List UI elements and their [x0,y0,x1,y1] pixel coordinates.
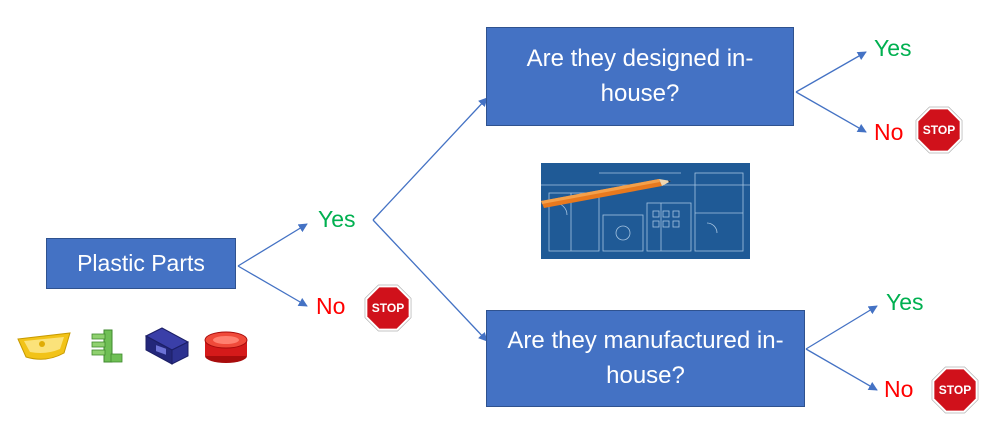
label-root-yes: Yes [318,206,356,232]
stop-sign-text: STOP [372,301,404,315]
green-comb-part-image [91,329,123,363]
red-cap-part-image [204,331,248,363]
arrow-designed-no [795,91,867,133]
label-manufactured-no: No [884,376,914,402]
arrow-yes-designed [372,97,488,221]
blueprint-pencil-image [541,163,750,259]
label-designed-yes: Yes [874,35,912,61]
label-root-no: No [316,293,346,319]
stop-sign-text: STOP [923,123,955,137]
arrow-yes-manufactured [372,219,488,342]
arrow-manufactured-no [805,348,878,391]
node-plastic-parts: Plastic Parts [46,238,236,289]
pencil-icon [541,179,671,208]
stop-sign-icon: STOP [364,284,412,332]
node-designed-label: Are they designed in-house? [526,44,754,107]
blue-bracket-part-image [144,327,190,365]
arrow-root-no [237,265,308,307]
stop-sign-icon: STOP [931,366,979,414]
arrow-manufactured-yes [805,305,878,350]
label-designed-no: No [874,119,904,145]
node-plastic-parts-label: Plastic Parts [77,249,205,276]
yellow-boat-part-image [17,332,71,360]
node-manufactured-in-house: Are they manufactured in-house? [486,310,805,407]
arrow-root-yes [237,223,308,267]
stop-sign-text: STOP [939,383,971,397]
stop-sign-icon: STOP [915,106,963,154]
arrow-designed-yes [795,51,867,93]
label-manufactured-yes: Yes [886,289,924,315]
node-designed-in-house: Are they designed in-house? [486,27,794,126]
node-manufactured-label: Are they manufactured in-house? [507,326,784,389]
